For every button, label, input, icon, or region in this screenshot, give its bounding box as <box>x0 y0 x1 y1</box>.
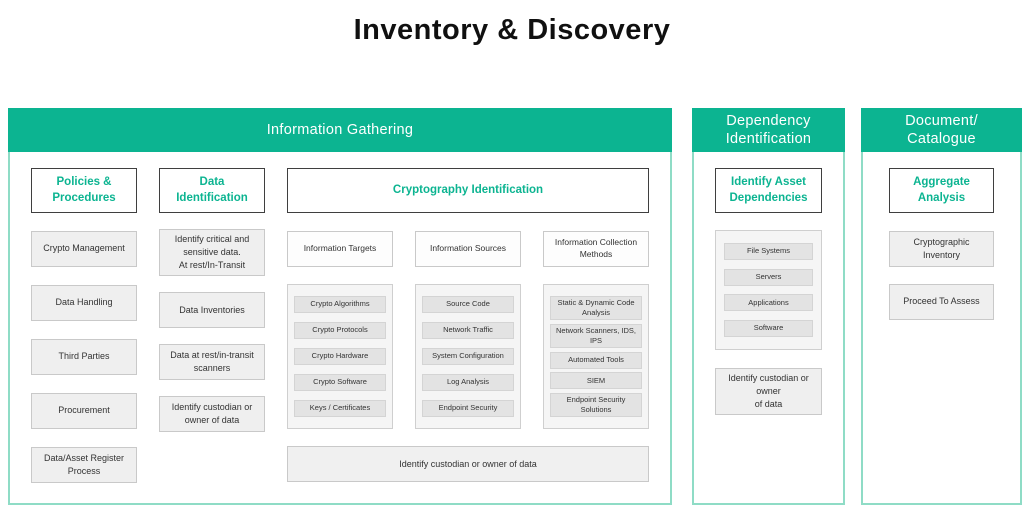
process-box: Data/Asset Register Process <box>31 447 137 483</box>
cryptography-custodian-box: Identify custodian or owner of data <box>287 446 649 482</box>
panel-header-information-gathering: Information Gathering <box>8 108 672 152</box>
process-box: Proceed To Assess <box>889 284 994 320</box>
process-box: Data Inventories <box>159 292 265 329</box>
source-box: System Configuration <box>422 348 514 365</box>
process-box: Identify critical and sensitive data. At… <box>159 229 265 277</box>
process-box: Crypto Management <box>31 231 137 267</box>
panel-document-catalogue: Document/ Catalogue Aggregate Analysis C… <box>861 108 1022 505</box>
method-box: Static & Dynamic Code Analysis <box>550 296 642 321</box>
identify-asset-dependencies-heading: Identify Asset Dependencies <box>715 168 822 213</box>
method-box: SIEM <box>550 372 642 390</box>
target-box: Crypto Protocols <box>294 322 386 339</box>
panel-header-dependency-identification: Dependency Identification <box>692 108 845 152</box>
process-box: Cryptographic Inventory <box>889 231 994 267</box>
information-sources-heading: Information Sources <box>415 231 521 267</box>
document-catalogue-body: Aggregate Analysis Cryptographic Invento… <box>863 152 1020 320</box>
method-box: Network Scanners, IDS, IPS <box>550 323 642 349</box>
asset-box: Servers <box>724 268 813 286</box>
source-box: Endpoint Security <box>422 400 514 417</box>
panel-header-document-catalogue: Document/ Catalogue <box>861 108 1022 152</box>
asset-box: Software <box>724 319 813 337</box>
asset-box: File Systems <box>724 243 813 260</box>
aggregate-analysis-heading: Aggregate Analysis <box>889 168 994 213</box>
data-identification-items: Identify critical and sensitive data. At… <box>159 229 265 433</box>
process-box: Data Handling <box>31 285 137 321</box>
cryptography-identification-heading: Cryptography Identification <box>287 168 649 213</box>
target-box: Keys / Certificates <box>294 400 386 417</box>
process-box: Third Parties <box>31 339 137 375</box>
method-box: Automated Tools <box>550 351 642 369</box>
column-data-identification: Data Identification Identify critical an… <box>159 168 265 483</box>
method-box: Endpoint Security Solutions <box>550 392 642 417</box>
dependency-identification-body: Identify Asset Dependencies File Systems… <box>694 152 843 416</box>
information-targets-heading: Information Targets <box>287 231 393 267</box>
target-box: Crypto Algorithms <box>294 296 386 313</box>
target-box: Crypto Hardware <box>294 348 386 365</box>
subcolumn-information-collection-methods: Information Collection Methods Static & … <box>543 231 649 429</box>
source-box: Source Code <box>422 296 514 313</box>
page-title: Inventory & Discovery <box>353 14 671 46</box>
source-box: Log Analysis <box>422 374 514 391</box>
column-cryptography-identification: Cryptography Identification Information … <box>287 168 649 483</box>
panel-dependency-identification: Dependency Identification Identify Asset… <box>692 108 845 505</box>
policies-procedures-heading: Policies & Procedures <box>31 168 137 213</box>
information-collection-methods-heading: Information Collection Methods <box>543 231 649 267</box>
target-box: Crypto Software <box>294 374 386 391</box>
asset-box: Applications <box>724 294 813 312</box>
source-box: Network Traffic <box>422 322 514 339</box>
dependency-custodian-box: Identify custodian or owner of data <box>715 368 822 416</box>
process-box: Data at rest/in-transit scanners <box>159 344 265 381</box>
data-identification-heading: Data Identification <box>159 168 265 213</box>
process-box: Identify custodian or owner of data <box>159 396 265 433</box>
panel-information-gathering: Information Gathering Policies & Procedu… <box>8 108 672 505</box>
process-box: Procurement <box>31 393 137 429</box>
